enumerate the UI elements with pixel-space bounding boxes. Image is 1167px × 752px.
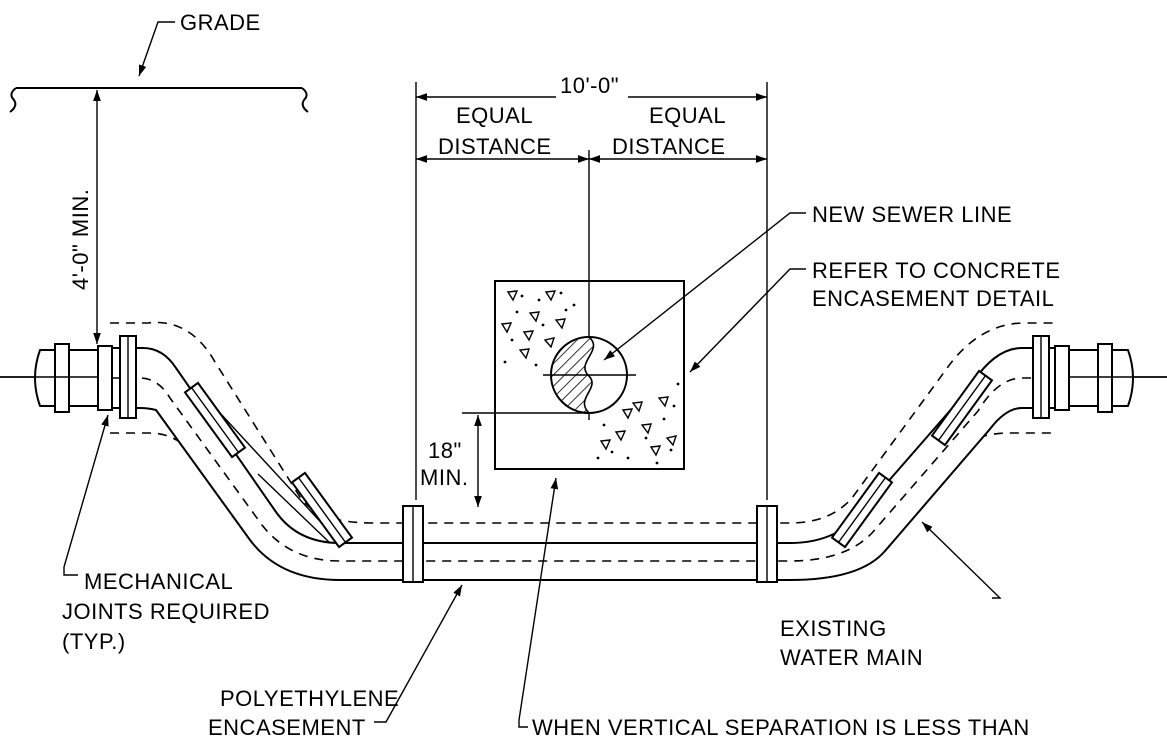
mechanical-label-line2: JOINTS REQUIRED [62, 599, 270, 624]
aggregate-texture [500, 290, 678, 457]
mechanical-joint-left-upper [183, 381, 247, 459]
concrete-encasement [494, 280, 685, 470]
span-dimension-label: 10'-0" [560, 73, 619, 98]
grade-line [9, 87, 309, 113]
existing-pipe-stub-right [1068, 343, 1167, 413]
vertical-separation-note: WHEN VERTICAL SEPARATION IS LESS THAN [532, 715, 1030, 740]
poly-label-line1: POLYETHYLENE [220, 686, 399, 711]
mechanical-joint-left-lower [290, 471, 354, 549]
mechanical-joint-left-end [97, 335, 137, 419]
grade-leader [138, 21, 175, 77]
poly-label-line2: ENCASEMENT [208, 715, 366, 740]
leaders [63, 212, 1002, 728]
equal-right-line1: EQUAL [649, 103, 726, 128]
mechanical-joint-right-lower [830, 471, 894, 549]
new-sewer-line-label: NEW SEWER LINE [812, 202, 1012, 227]
water-main-label-line2: WATER MAIN [780, 645, 923, 670]
sewer-pipe-section [543, 336, 636, 414]
refer-label-line1: REFER TO CONCRETE [812, 258, 1061, 283]
mechanical-joint-right-upper [930, 369, 994, 447]
water-main-label-line1: EXISTING [780, 616, 887, 641]
grade-label: GRADE [180, 10, 261, 35]
aggregate-dots [503, 291, 680, 465]
cover-dimension-label: 4'-0" MIN. [68, 189, 93, 290]
equal-right-line2: DISTANCE [612, 134, 726, 159]
mechanical-joint-right-end [1032, 335, 1070, 419]
equal-left-line2: DISTANCE [438, 134, 552, 159]
separation-label-line1: 18" [428, 438, 462, 463]
existing-pipe-stub-left [0, 343, 99, 413]
refer-label-line2: ENCASEMENT DETAIL [812, 286, 1054, 311]
mechanical-joint-bottom-left [402, 505, 424, 583]
mechanical-label-line3: (TYP.) [62, 629, 126, 654]
separation-label-line2: MIN. [420, 465, 468, 490]
equal-left-line1: EQUAL [456, 103, 533, 128]
mechanical-label-line1: MECHANICAL [84, 569, 233, 594]
mechanical-joint-bottom-right [756, 505, 778, 583]
